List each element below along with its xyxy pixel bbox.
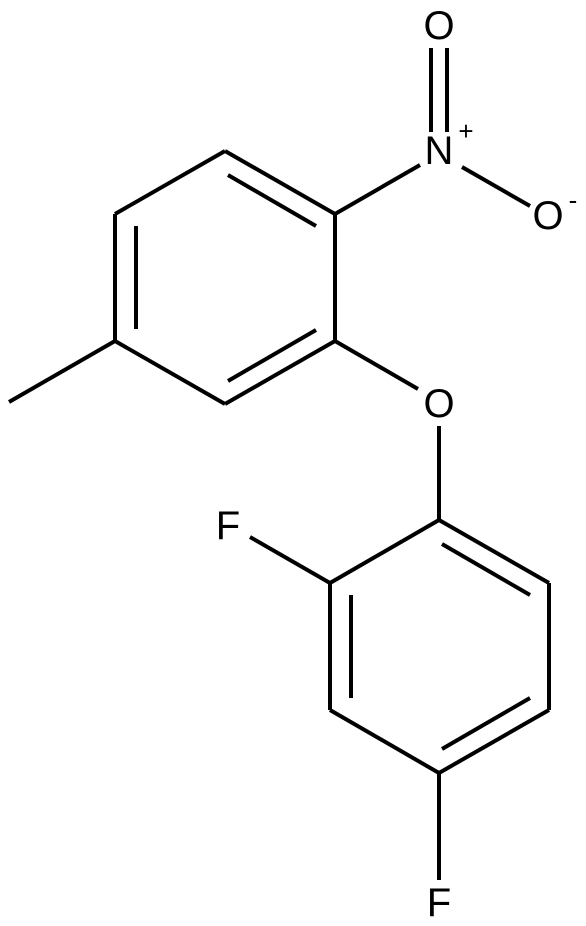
nitrotoluene-ring <box>113 149 337 406</box>
nitro-group: O N + O - <box>334 4 578 238</box>
bond-ring-to-nitrogen <box>334 163 421 216</box>
bond-ring-to-fluorine-ortho <box>249 535 331 585</box>
bond-ring-a-6 <box>114 149 226 216</box>
charge-oxygen-minus: - <box>569 185 578 215</box>
bond-ring-to-ether-oxygen <box>333 339 420 391</box>
difluorophenyl-ring <box>328 518 551 775</box>
bond-ring-a-1 <box>224 149 336 216</box>
bond-ring-b-3-inner <box>440 696 532 751</box>
atom-fluorine-para: F <box>427 881 451 925</box>
bond-ring-b-6 <box>328 518 441 585</box>
atom-oxygen-ether: O <box>423 382 454 426</box>
atom-oxygen-nitro-right: O <box>532 194 563 238</box>
atom-fluorine-ortho: F <box>216 504 240 548</box>
charge-nitrogen-plus: + <box>458 116 473 146</box>
bond-ring-a-3-inner <box>226 328 318 383</box>
bond-ring-b-4 <box>328 708 441 775</box>
atom-oxygen-nitro-top: O <box>423 4 454 48</box>
bond-ring-a-4 <box>114 339 226 406</box>
bond-ring-a-3 <box>224 339 336 406</box>
bond-ring-b-1-inner <box>440 542 532 597</box>
bond-n-o-single <box>461 165 531 208</box>
bond-methyl <box>8 339 116 404</box>
atom-nitrogen: N <box>425 129 454 173</box>
bond-ring-b-1 <box>438 518 550 585</box>
bond-ring-b-3 <box>438 708 550 775</box>
ether-linkage: O <box>333 339 455 520</box>
bond-ring-a-1-inner <box>226 173 318 228</box>
